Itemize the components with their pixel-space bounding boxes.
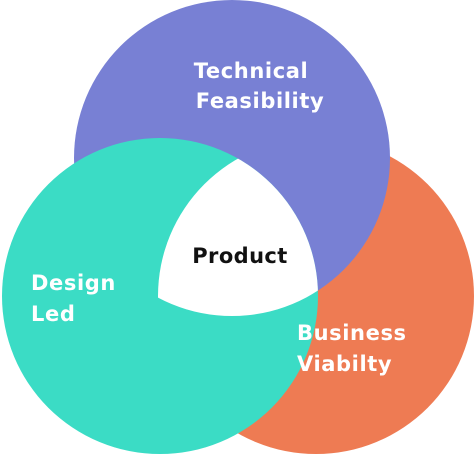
design-label-line-2: Led [31, 302, 75, 326]
business-label-line-1: Business [297, 321, 407, 345]
product-label: Product [192, 244, 287, 268]
technical-label-line-1: Technical [194, 59, 309, 83]
business-label-line-2: Viabilty [297, 352, 392, 376]
technical-feasibility-label: Technical Feasibility [194, 59, 325, 113]
technical-label-line-2: Feasibility [196, 89, 325, 113]
business-viability-label: Business Viabilty [297, 321, 415, 376]
design-label-line-1: Design [31, 271, 116, 295]
design-led-label: Design Led [31, 271, 124, 326]
